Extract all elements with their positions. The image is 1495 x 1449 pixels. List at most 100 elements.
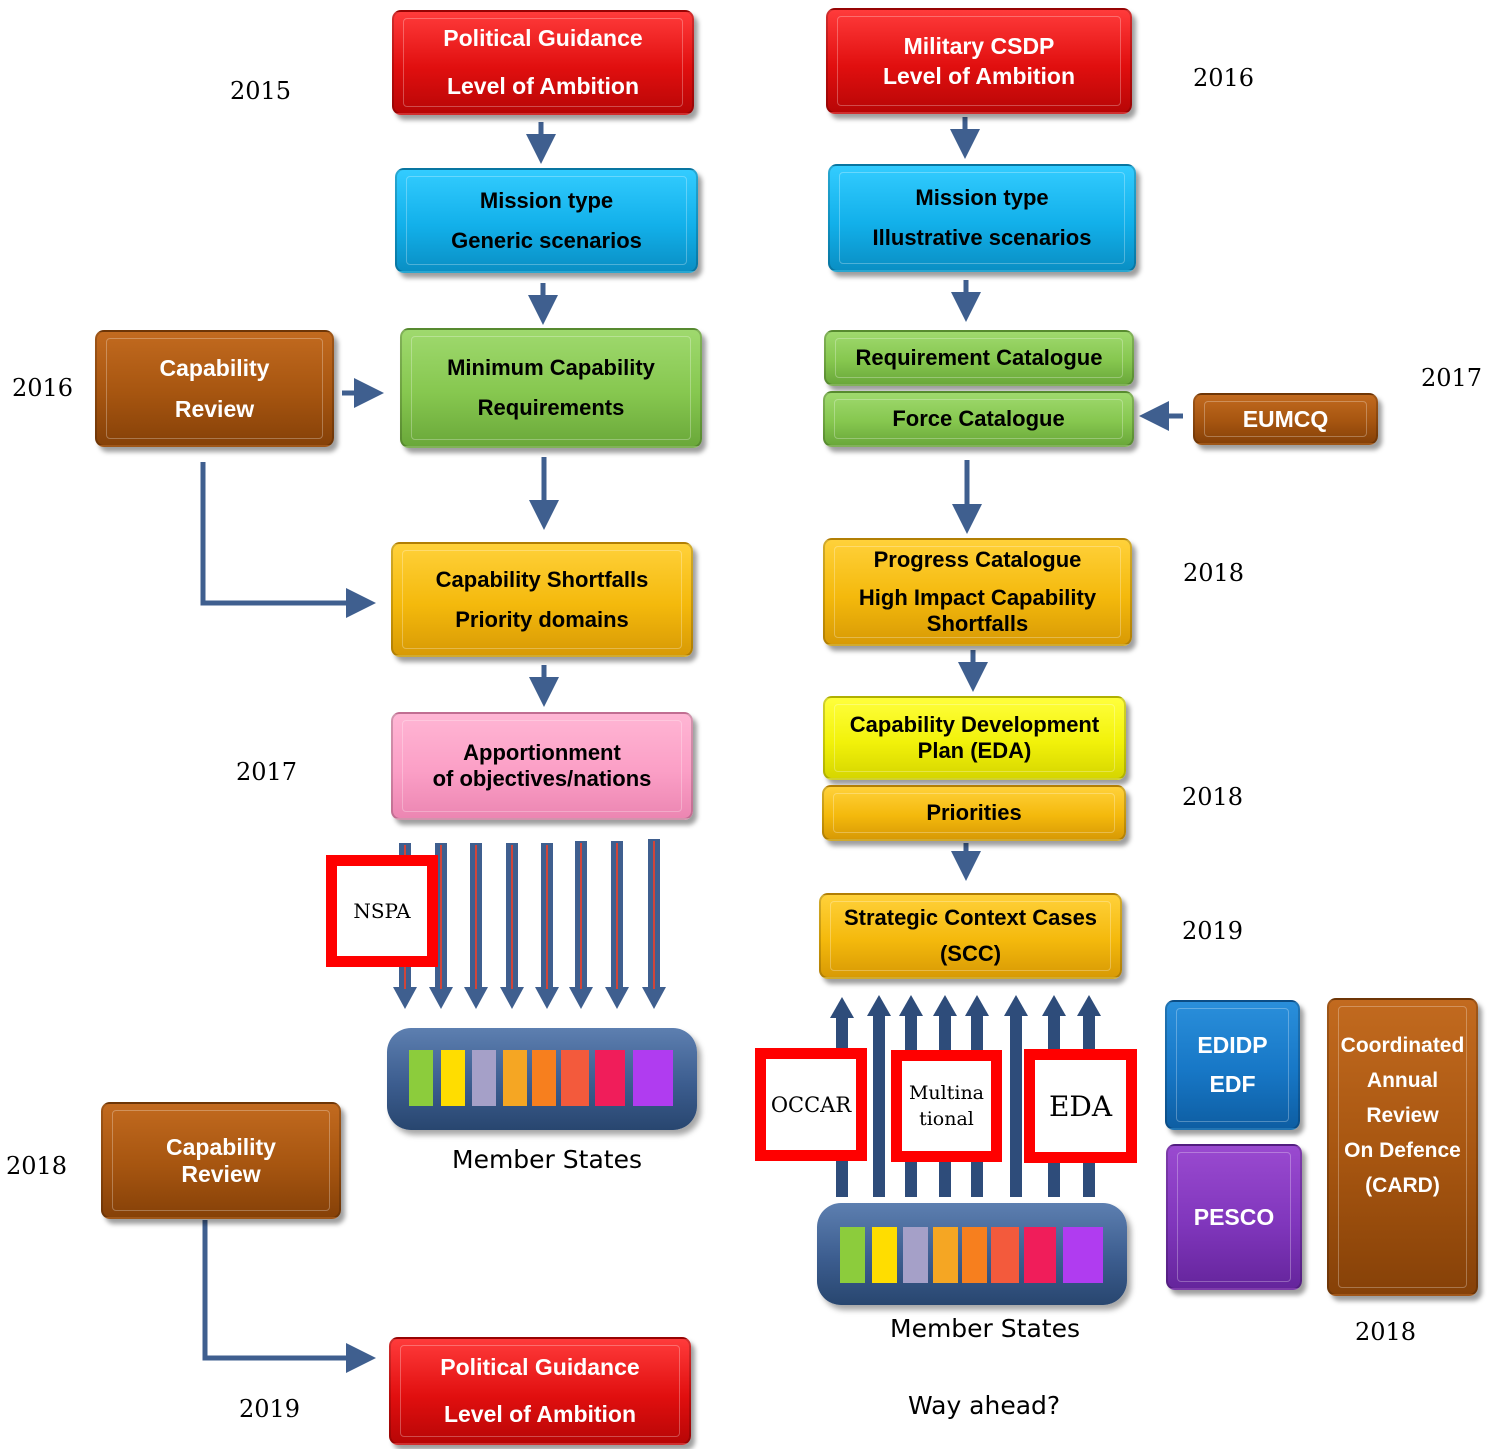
card-line1: Coordinated (1340, 1034, 1465, 1057)
pg-top-line2: Level of Ambition (446, 73, 640, 99)
multinational-line2: tional (919, 1108, 974, 1130)
capability-review-2-line2: Review (181, 1160, 261, 1187)
card-box: Coordinated Annual Review On Defence (CA… (1327, 998, 1478, 1296)
military-csdp-box: Military CSDP Level of Ambition (826, 8, 1132, 114)
mincap-line1: Minimum Capability (447, 355, 655, 380)
member-states-label-left: Member States (452, 1145, 642, 1174)
member-states-label-right: Member States (890, 1314, 1080, 1343)
year-2018-card: 2018 (1355, 1318, 1417, 1346)
apportionment-line2: of objectives/nations (432, 766, 652, 791)
cdp-line2: Plan (EDA) (917, 738, 1032, 763)
pesco-label: PESCO (1193, 1203, 1275, 1230)
mission-illustrative-line2: Illustrative scenarios (872, 225, 1092, 250)
progress-line1: Progress Catalogue (873, 547, 1082, 572)
capability-shortfalls-box: Capability Shortfalls Priority domains (391, 542, 693, 657)
capability-development-plan-box: Capability Development Plan (EDA) (823, 696, 1126, 780)
member-states-bar-left (387, 1028, 697, 1130)
year-2018-review: 2018 (6, 1152, 68, 1180)
state-stripe (1024, 1227, 1056, 1283)
member-states-bar-right (817, 1203, 1127, 1305)
year-2018-progress: 2018 (1183, 559, 1245, 587)
pg-top-line1: Political Guidance (443, 25, 643, 51)
mincap-line2: Requirements (477, 395, 625, 420)
state-stripe (991, 1227, 1019, 1283)
card-line4: On Defence (1344, 1139, 1461, 1162)
requirement-catalogue-label: Requirement Catalogue (855, 345, 1103, 370)
progress-line3: Shortfalls (926, 611, 1029, 636)
apportionment-box: Apportionment of objectives/nations (391, 712, 693, 820)
state-stripe (472, 1050, 496, 1106)
state-stripe (595, 1050, 625, 1106)
mission-generic-line2: Generic scenarios (451, 227, 642, 253)
priorities-label: Priorities (926, 800, 1022, 825)
year-2017-right: 2017 (1421, 364, 1483, 392)
year-2019-scc: 2019 (1182, 917, 1244, 945)
card-line3: Review (1366, 1104, 1439, 1127)
eda-frame: EDA (1024, 1049, 1137, 1163)
capability-review-1-line1: Capability (159, 354, 270, 381)
shortfalls-line2: Priority domains (455, 606, 629, 632)
year-2017-left: 2017 (236, 758, 298, 786)
multinational-frame: Multina tional (891, 1050, 1002, 1162)
progress-catalogue-box: Progress Catalogue High Impact Capabilit… (823, 538, 1132, 646)
mission-type-generic-box: Mission type Generic scenarios (395, 168, 698, 273)
scc-line2: (SCC) (939, 941, 1002, 966)
progress-line2: High Impact Capability (858, 585, 1097, 610)
apportionment-line1: Apportionment (463, 740, 621, 765)
nspa-label: NSPA (353, 899, 411, 923)
state-stripe (903, 1227, 928, 1283)
state-stripe (1063, 1227, 1103, 1283)
state-stripe (532, 1050, 556, 1106)
edidp-edf-box: EDIDP EDF (1165, 1000, 1300, 1130)
capability-review-1-line2: Review (174, 395, 255, 422)
cdp-line1: Capability Development (849, 712, 1100, 737)
nspa-frame: NSPA (326, 855, 438, 967)
capability-review-box-1: Capability Review (95, 330, 334, 447)
state-stripe (962, 1227, 987, 1283)
arrow-review2-to-pg (202, 1220, 376, 1373)
state-stripe (441, 1050, 465, 1106)
shortfalls-line1: Capability Shortfalls (435, 566, 649, 592)
capability-review-2-line1: Capability (166, 1133, 276, 1160)
pg-bottom-line1: Political Guidance (440, 1354, 640, 1380)
edidp-line1: EDIDP (1197, 1032, 1268, 1058)
political-guidance-box-top: Political Guidance Level of Ambition (392, 10, 694, 115)
state-stripe (409, 1050, 433, 1106)
eda-label: EDA (1048, 1089, 1113, 1123)
force-catalogue-box: Force Catalogue (823, 391, 1134, 447)
card-line2: Annual (1366, 1069, 1439, 1092)
year-2016-left: 2016 (12, 374, 74, 402)
mission-generic-line1: Mission type (479, 187, 614, 213)
eumcq-box: EUMCQ (1193, 393, 1378, 445)
csdp-line2: Level of Ambition (882, 62, 1076, 89)
occar-label: OCCAR (770, 1092, 852, 1117)
year-2018-priorities: 2018 (1182, 783, 1244, 811)
card-line5: (CARD) (1365, 1174, 1440, 1197)
state-stripe (633, 1050, 673, 1106)
requirement-catalogue-box: Requirement Catalogue (824, 330, 1134, 386)
eumcq-label: EUMCQ (1242, 405, 1329, 432)
state-stripe (561, 1050, 589, 1106)
multinational-line1: Multina (908, 1082, 985, 1104)
priorities-box: Priorities (822, 785, 1126, 841)
occar-frame: OCCAR (755, 1048, 867, 1161)
state-stripe (840, 1227, 865, 1283)
political-guidance-box-bottom: Political Guidance Level of Ambition (389, 1337, 691, 1445)
csdp-line1: Military CSDP (903, 32, 1055, 59)
arrow-review-to-shortfalls (200, 462, 376, 618)
year-2019-pg: 2019 (239, 1395, 301, 1423)
mission-illustrative-line1: Mission type (915, 185, 1049, 210)
scc-line1: Strategic Context Cases (843, 905, 1098, 930)
year-2016-right: 2016 (1193, 64, 1255, 92)
state-stripe (872, 1227, 897, 1283)
force-catalogue-label: Force Catalogue (892, 406, 1065, 431)
state-stripe (933, 1227, 958, 1283)
mission-type-illustrative-box: Mission type Illustrative scenarios (828, 164, 1136, 272)
edidp-line2: EDF (1209, 1071, 1256, 1097)
pesco-box: PESCO (1166, 1144, 1302, 1290)
year-2015-left: 2015 (230, 77, 292, 105)
capability-review-box-2: Capability Review (101, 1102, 341, 1219)
pg-bottom-line2: Level of Ambition (443, 1401, 637, 1427)
way-ahead-label: Way ahead? (908, 1391, 1061, 1420)
strategic-context-cases-box: Strategic Context Cases (SCC) (819, 893, 1122, 979)
